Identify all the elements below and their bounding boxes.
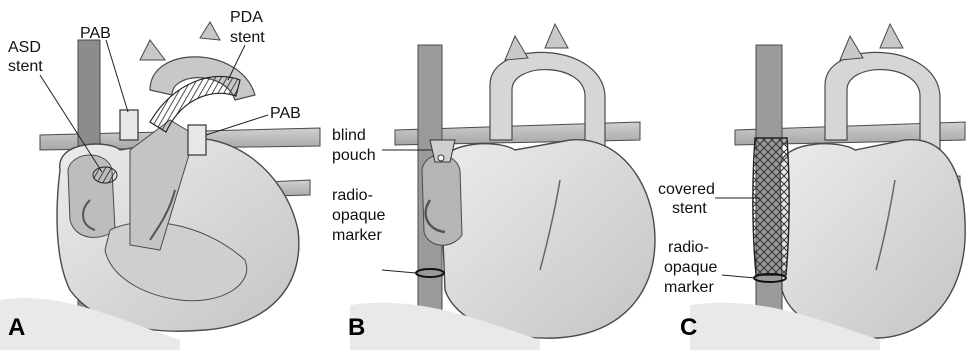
panel-letter-a: A xyxy=(8,314,25,341)
label-blind-line2: pouch xyxy=(332,147,376,164)
panel-a: ASD stent PAB PDA stent PAB A xyxy=(0,9,320,350)
leader-radio-c xyxy=(722,275,755,278)
label-blind-line1: blind xyxy=(332,127,366,144)
label-radio-b-line1: radio- xyxy=(332,187,373,204)
arch-branches-a xyxy=(140,22,220,60)
asd-stent xyxy=(93,167,117,183)
label-pda-line2: stent xyxy=(230,29,265,46)
pouch-marker xyxy=(438,155,444,161)
label-asd-line1: ASD xyxy=(8,39,41,56)
label-radio-b-line3: marker xyxy=(332,227,382,244)
pab-band-right xyxy=(188,125,206,155)
label-radio-c-line2: opaque xyxy=(664,259,717,276)
label-covered-line2: stent xyxy=(672,200,707,217)
panel-b: blind pouch radio- opaque marker B xyxy=(332,24,655,350)
leader-radio-b xyxy=(382,270,416,273)
covered-stent xyxy=(753,138,789,275)
label-pab-top: PAB xyxy=(80,25,111,42)
label-asd-line2: stent xyxy=(8,58,43,75)
panel-letter-c: C xyxy=(680,314,697,341)
pab-band-left xyxy=(120,110,138,140)
label-pda-line1: PDA xyxy=(230,9,263,26)
label-radio-c-line3: marker xyxy=(664,279,714,296)
label-covered-line1: covered xyxy=(658,181,715,198)
heart-c xyxy=(780,140,965,338)
panel-letter-b: B xyxy=(348,314,365,341)
leader-pab-top xyxy=(106,40,128,112)
label-radio-c-line1: radio- xyxy=(668,239,709,256)
label-radio-b-line2: opaque xyxy=(332,207,385,224)
panel-c: covered stent radio- opaque marker C xyxy=(658,24,965,350)
label-pab-right: PAB xyxy=(270,105,301,122)
